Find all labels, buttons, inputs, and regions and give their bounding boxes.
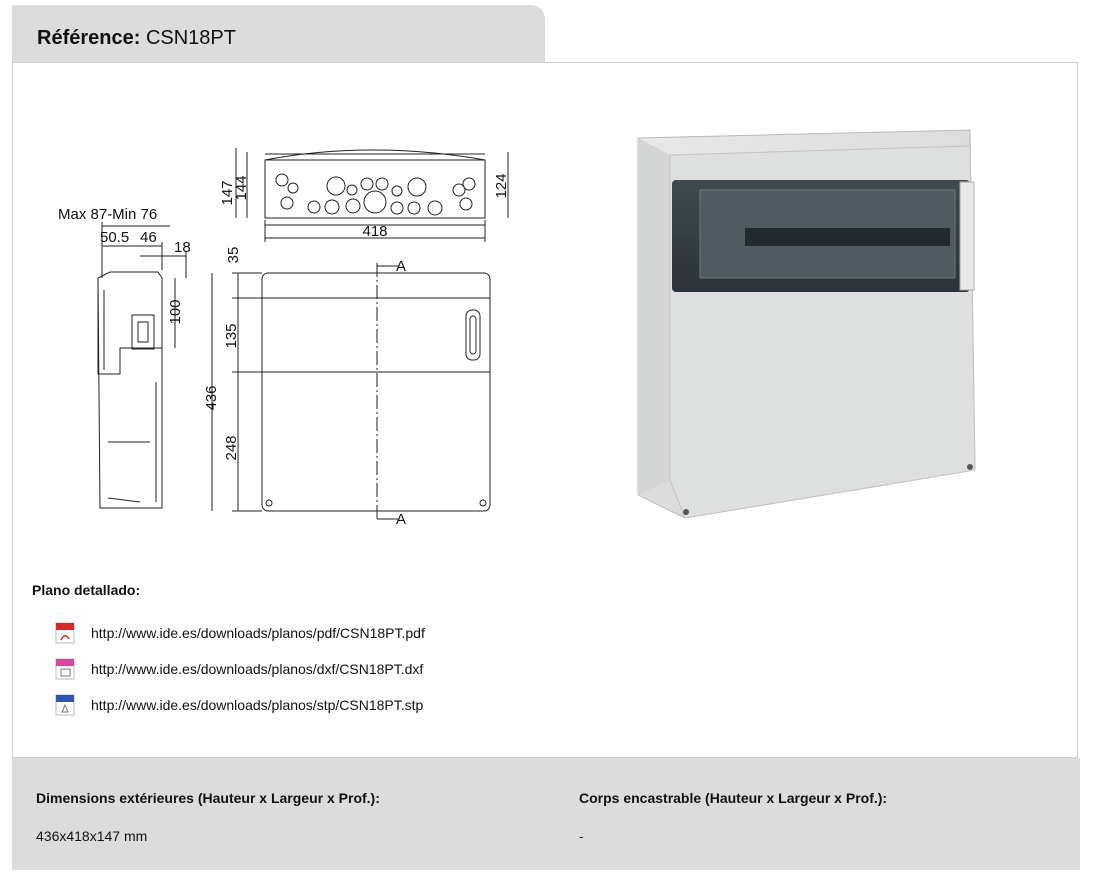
reference-heading: Référence: CSN18PT bbox=[37, 27, 236, 50]
dim-max-min: Max 87-Min 76 bbox=[58, 206, 157, 223]
pdf-file-icon bbox=[54, 622, 76, 644]
plano-title: Plano detallado: bbox=[32, 582, 141, 598]
dxf-link[interactable]: http://www.ide.es/downloads/planos/dxf/C… bbox=[91, 661, 424, 677]
dim-35: 35 bbox=[225, 247, 242, 264]
stp-link-row[interactable]: http://www.ide.es/downloads/planos/stp/C… bbox=[54, 694, 423, 716]
dim-18: 18 bbox=[174, 239, 191, 256]
stp-file-icon bbox=[54, 694, 76, 716]
dimensions-footer: Dimensions extérieures (Hauteur x Largeu… bbox=[12, 758, 1080, 870]
dim-418: 418 bbox=[362, 223, 387, 240]
dim-ext-value: 436x418x147 mm bbox=[36, 828, 148, 844]
dim-144: 144 bbox=[233, 175, 250, 200]
pdf-link[interactable]: http://www.ide.es/downloads/planos/pdf/C… bbox=[91, 625, 425, 641]
dim-124: 124 bbox=[493, 173, 510, 198]
front-view-outline bbox=[261, 272, 491, 512]
dxf-link-row[interactable]: http://www.ide.es/downloads/planos/dxf/C… bbox=[54, 658, 423, 680]
reference-label: Référence: bbox=[37, 27, 141, 49]
dim-248: 248 bbox=[223, 435, 240, 460]
dim-ext-label: Dimensions extérieures (Hauteur x Largeu… bbox=[36, 790, 380, 806]
dim-46: 46 bbox=[140, 229, 157, 246]
product-photo bbox=[637, 129, 976, 519]
dim-436: 436 bbox=[203, 385, 220, 410]
dim-100: 100 bbox=[167, 299, 184, 324]
knockout-holes bbox=[275, 173, 476, 216]
section-a-top: A bbox=[396, 258, 406, 275]
section-a-bottom: A bbox=[396, 511, 406, 528]
dim-147: 147 bbox=[219, 180, 236, 205]
dxf-file-icon bbox=[54, 658, 76, 680]
corps-label: Corps encastrable (Hauteur x Largeur x P… bbox=[579, 790, 888, 806]
stp-link[interactable]: http://www.ide.es/downloads/planos/stp/C… bbox=[91, 697, 424, 713]
dim-50-5: 50.5 bbox=[100, 229, 129, 246]
dim-135: 135 bbox=[223, 323, 240, 348]
side-view-outline bbox=[97, 271, 163, 509]
reference-tab: Référence: CSN18PT bbox=[12, 5, 545, 63]
corps-value: - bbox=[579, 828, 584, 844]
pdf-link-row[interactable]: http://www.ide.es/downloads/planos/pdf/C… bbox=[54, 622, 425, 644]
reference-value: CSN18PT bbox=[145, 27, 236, 49]
technical-drawing: 147 144 124 418 Max 87-Min 76 50.5 46 18… bbox=[58, 148, 510, 528]
